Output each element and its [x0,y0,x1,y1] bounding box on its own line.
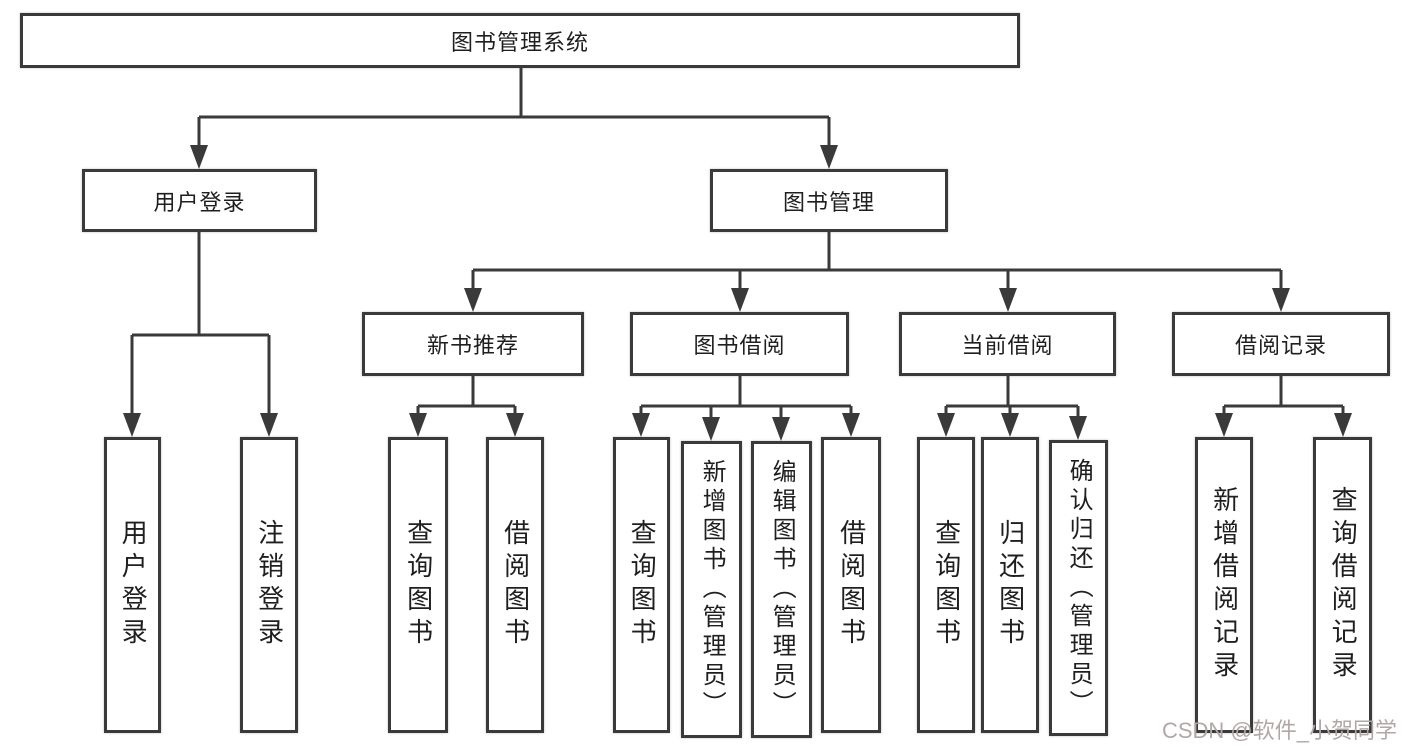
node-new-book-recommend-label: 新书推荐 [426,333,519,358]
node-book-management-label: 图书管理 [782,189,875,215]
arrowhead [190,145,208,169]
arrowhead-group [123,145,1352,441]
leaf-bb-add-books-admin: 新增图书（管理员） [681,441,742,738]
node-borrowing-records-label: 借阅记录 [1234,333,1327,358]
leaf-user-login-label: 用户登录 [118,519,149,651]
arrowhead [731,288,749,312]
node-borrowing-records: 借阅记录 [1172,312,1390,376]
arrowhead [820,145,838,169]
arrowhead [506,413,524,437]
connector-lines [130,68,1345,432]
arrowhead [1272,288,1290,312]
arrowhead [1334,413,1352,437]
leaf-cb-return-books: 归还图书 [981,437,1039,733]
arrowhead [632,413,650,437]
leaf-bb-edit-books-admin-label: 编辑图书（管理员） [768,459,796,720]
leaf-br-query-borrow-record-label: 查询借阅记录 [1328,486,1359,684]
leaf-bb-query-books-label: 查询图书 [627,519,658,651]
node-current-borrowing: 当前借阅 [899,312,1116,376]
leaf-cb-confirm-return-admin-label: 确认归还（管理员） [1065,457,1093,719]
node-user-login: 用户登录 [82,169,317,232]
leaf-br-query-borrow-record: 查询借阅记录 [1313,437,1372,733]
arrowhead [1215,413,1233,437]
arrowhead [937,413,955,437]
leaf-nb-query-books-label: 查询图书 [403,519,434,651]
csdn-watermark: CSDN @软件_小贺同学 [1161,718,1397,743]
node-book-borrowing: 图书借阅 [630,312,849,376]
leaf-bb-query-books: 查询图书 [613,437,670,733]
leaf-cb-confirm-return-admin: 确认归还（管理员） [1049,440,1108,736]
arrowhead [260,413,278,437]
leaf-logout-login: 注销登录 [240,437,298,733]
leaf-cb-query-books-label: 查询图书 [931,519,962,651]
leaf-cb-return-books-label: 归还图书 [995,519,1026,651]
arrowhead [1001,413,1019,437]
node-library-system: 图书管理系统 [20,13,1020,68]
leaf-user-login: 用户登录 [104,437,161,733]
leaf-bb-edit-books-admin: 编辑图书（管理员） [751,441,812,738]
arrowhead [702,417,720,441]
leaf-logout-login-label: 注销登录 [254,519,285,651]
arrowhead [999,288,1017,312]
leaf-nb-borrow-books: 借阅图书 [486,437,544,733]
arrowhead [123,413,141,437]
arrowhead [772,417,790,441]
arrowhead [842,413,860,437]
leaf-bb-borrow-books: 借阅图书 [821,437,881,733]
leaf-cb-query-books: 查询图书 [917,437,975,733]
node-book-management: 图书管理 [710,169,948,232]
leaf-bb-add-books-admin-label: 新增图书（管理员） [698,459,726,720]
arrowhead [464,288,482,312]
leaf-br-add-borrow-record-label: 新增借阅记录 [1209,486,1240,684]
node-library-system-label: 图书管理系统 [450,29,589,55]
arrowhead [409,413,427,437]
leaf-br-add-borrow-record: 新增借阅记录 [1195,437,1253,733]
node-new-book-recommend: 新书推荐 [362,312,584,376]
arrowhead [1069,416,1087,440]
leaf-nb-borrow-books-label: 借阅图书 [500,519,531,651]
leaf-nb-query-books: 查询图书 [388,437,448,733]
node-user-login-label: 用户登录 [153,189,246,215]
node-current-borrowing-label: 当前借阅 [961,333,1054,358]
node-book-borrowing-label: 图书借阅 [693,333,786,358]
leaf-bb-borrow-books-label: 借阅图书 [836,519,867,651]
